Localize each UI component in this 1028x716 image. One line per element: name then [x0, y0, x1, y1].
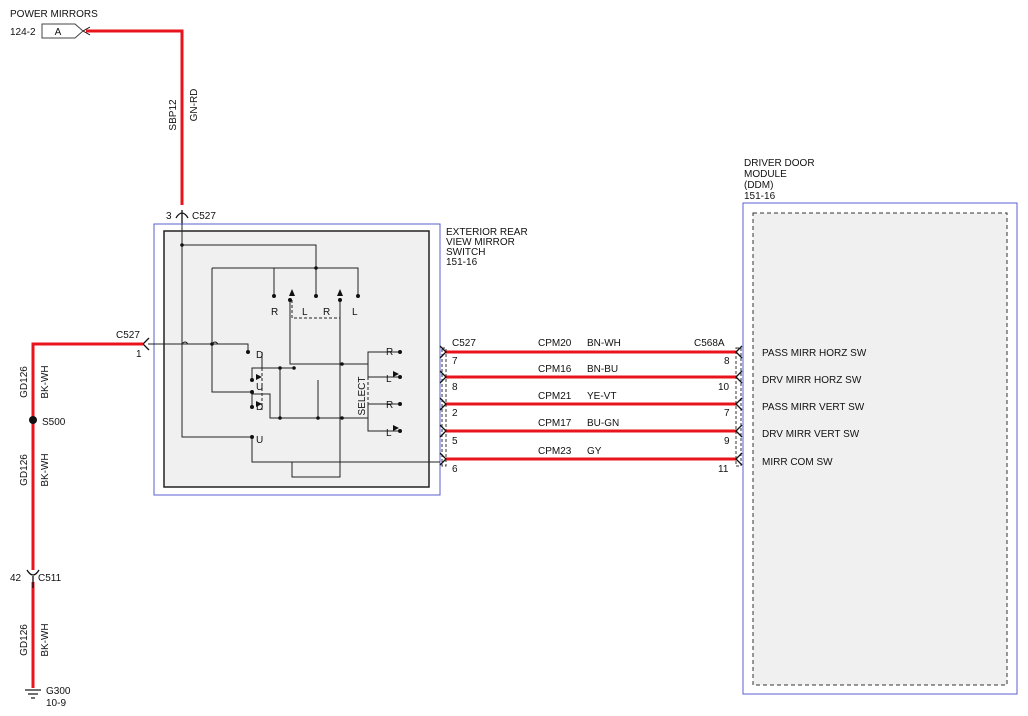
ground-circuit-1: GD126 — [19, 366, 30, 398]
harness-row-3-circuit: CPM21 — [538, 391, 572, 402]
switch-top-connector-symbol — [175, 210, 189, 224]
harness-row-4-right-pin: 9 — [724, 436, 730, 447]
harness-row-2-function: DRV MIRR HORZ SW — [762, 375, 862, 386]
switch-body[interactable] — [163, 230, 430, 488]
switch-letter-sl1: L — [386, 374, 392, 385]
ground-circuit-3: GD126 — [19, 624, 30, 656]
switch-internal-circuit — [148, 224, 440, 478]
harness-row-2-left-pin: 8 — [452, 382, 458, 393]
harness-row-1-function: PASS MIRR HORZ SW — [762, 348, 867, 359]
switch-letter-u1: U — [256, 382, 263, 393]
ddm-connector-frame — [735, 347, 742, 467]
switch-name-line-1: EXTERIOR REAR — [446, 227, 528, 238]
switch-letter-sr2: R — [386, 400, 393, 411]
harness-row-2-right-pin: 10 — [718, 382, 730, 393]
harness-row-4-color: BU-GN — [587, 418, 619, 429]
ground-page: 10-9 — [46, 698, 66, 709]
switch-top-connector: C527 — [192, 211, 216, 222]
switch-blades — [256, 289, 399, 431]
harness-row-4: 5 CPM17 BU-GN 9 DRV MIRR VERT SW — [439, 418, 860, 447]
harness-row-5: 6 CPM23 GY 11 MIRR COM SW — [439, 446, 833, 475]
reference-page: 124-2 — [10, 27, 36, 38]
harness-row-4-function: DRV MIRR VERT SW — [762, 429, 860, 440]
ddm-name-line-1: DRIVER DOOR — [744, 158, 815, 169]
ground-connector-pin: 42 — [10, 573, 22, 584]
switch-letter-r1: R — [271, 307, 278, 318]
switch-outline — [153, 223, 441, 496]
ground-color-2: BK-WH — [40, 453, 51, 486]
switch-letter-sl2: L — [386, 428, 392, 439]
harness-row-3-left-pin: 2 — [452, 408, 458, 419]
switch-letter-sr1: R — [386, 347, 393, 358]
harness-row-3-function: PASS MIRR VERT SW — [762, 402, 865, 413]
harness-row-4-left-pin: 5 — [452, 436, 458, 447]
switch-letter-d1: D — [256, 350, 263, 361]
harness-row-2-circuit: CPM16 — [538, 364, 572, 375]
switch-name-line-2: VIEW MIRROR — [446, 237, 515, 248]
switch-name-line-4: 151-16 — [446, 257, 478, 268]
harness-row-5-left-pin: 6 — [452, 464, 458, 475]
switch-left-connector: C527 — [116, 330, 140, 341]
ground-connector-symbol — [26, 569, 40, 588]
power-mirrors-title: POWER MIRRORS — [10, 9, 98, 20]
harness-row-1-circuit: CPM20 — [538, 338, 572, 349]
harness-row-5-color: GY — [587, 446, 602, 457]
splice-s500 — [29, 416, 37, 424]
switch-letter-r2: R — [323, 307, 330, 318]
switch-letter-d2: D — [256, 402, 263, 413]
harness-row-1: 7 CPM20 BN-WH 8 PASS MIRR HORZ SW — [439, 338, 867, 367]
ddm-name-line-2: MODULE — [744, 169, 787, 180]
switch-right-connector: C527 — [452, 338, 476, 349]
ground-symbol — [25, 689, 41, 699]
ground-connector: C511 — [38, 573, 62, 584]
ddm-name-line-3: (DDM) — [744, 180, 773, 191]
harness-row-5-function: MIRR COM SW — [762, 457, 833, 468]
ground-color-1: BK-WH — [40, 365, 51, 398]
harness-row-1-right-pin: 8 — [724, 356, 730, 367]
ground-id: G300 — [46, 686, 71, 697]
switch-name-line-3: SWITCH — [446, 247, 485, 258]
harness-row-2-color: BN-BU — [587, 364, 618, 375]
select-label: SELECT — [357, 377, 368, 416]
feed-color-label: GN-RD — [189, 89, 200, 122]
page-reference-letter: A — [55, 27, 62, 38]
ground-wire — [31, 342, 143, 688]
feed-wire-sbp12: SBP12 GN-RD — [86, 29, 200, 205]
switch-contact-dots — [180, 243, 402, 439]
harness-row-1-left-pin: 7 — [452, 356, 458, 367]
ground-color-3: BK-WH — [40, 623, 51, 656]
harness-row-2: 8 CPM16 BN-BU 10 DRV MIRR HORZ SW — [439, 364, 862, 393]
switch-letter-l2: L — [352, 307, 358, 318]
harness-row-3: 2 CPM21 YE-VT 7 PASS MIRR VERT SW — [439, 391, 865, 419]
ddm-inner-boundary — [752, 212, 1008, 686]
ground-circuit-2: GD126 — [19, 454, 30, 486]
harness-row-5-right-pin: 11 — [718, 464, 729, 475]
feed-circuit-label: SBP12 — [168, 99, 179, 131]
switch-letter-u2: U — [256, 435, 263, 446]
ddm-connector: C568A — [694, 338, 725, 349]
switch-left-pin: 1 — [136, 349, 142, 360]
ddm-outline[interactable] — [742, 202, 1018, 695]
harness-row-5-circuit: CPM23 — [538, 446, 572, 457]
splice-label: S500 — [42, 417, 66, 428]
harness-row-3-color: YE-VT — [587, 391, 616, 402]
switch-letter-l1: L — [302, 307, 308, 318]
switch-right-connector-frame — [441, 347, 447, 467]
ddm-name-line-4: 151-16 — [744, 191, 776, 202]
harness-row-3-right-pin: 7 — [724, 408, 730, 419]
page-reference-connector[interactable]: A — [41, 23, 91, 39]
harness-row-1-color: BN-WH — [587, 338, 621, 349]
switch-top-pin: 3 — [166, 211, 172, 222]
harness-row-4-circuit: CPM17 — [538, 418, 572, 429]
